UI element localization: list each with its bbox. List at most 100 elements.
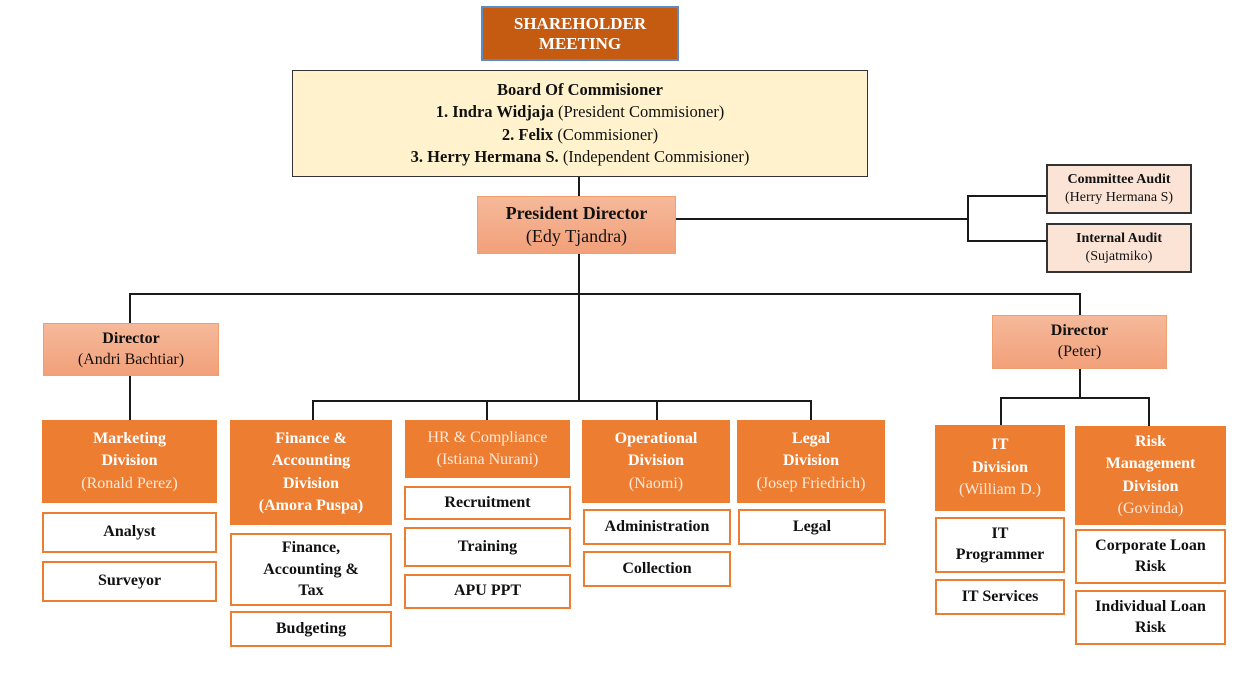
connector-president-down xyxy=(578,254,580,401)
sub-unit-it-programmer: IT Programmer xyxy=(935,517,1065,573)
member-role: (President Commisioner) xyxy=(553,102,725,122)
sub-unit-it-services: IT Services xyxy=(935,579,1065,615)
connector-audit-bottom xyxy=(967,240,1046,242)
internal-audit-box: Internal Audit (Sujatmiko) xyxy=(1046,223,1192,273)
sub-unit-label: Corporate Loan xyxy=(1095,536,1206,554)
division-title: Management xyxy=(1105,455,1196,473)
board-title: Board Of Commisioner xyxy=(497,79,663,99)
finance-division-box: Finance & Accounting Division (Amora Pus… xyxy=(230,420,392,525)
it-division-box: IT Division (William D.) xyxy=(935,425,1065,511)
sub-unit-label: IT Services xyxy=(961,587,1039,605)
connector-it xyxy=(1000,397,1002,425)
member-name: 3. Herry Hermana S. xyxy=(410,146,559,166)
division-title: Finance & xyxy=(275,429,347,447)
sub-unit-corporate-loan-risk: Corporate Loan Risk xyxy=(1075,529,1226,584)
sub-unit-label: Programmer xyxy=(955,546,1045,563)
sub-unit-label: Recruitment xyxy=(444,493,531,511)
sub-unit-individual-loan-risk: Individual Loan Risk xyxy=(1075,590,1226,645)
sub-unit-apu-ppt: APU PPT xyxy=(404,574,571,609)
director-title: Director xyxy=(1050,322,1109,340)
connector-directors-horizontal xyxy=(129,293,1081,295)
division-head: (Naomi) xyxy=(628,474,684,492)
division-head: (Ronald Perez) xyxy=(81,474,178,492)
sub-unit-administration: Administration xyxy=(583,509,731,545)
sub-unit-training: Training xyxy=(404,527,571,567)
committee-audit-box: Committee Audit (Herry Hermana S) xyxy=(1046,164,1192,214)
president-title: President Director xyxy=(505,202,648,223)
division-head: (Govinda) xyxy=(1117,499,1184,517)
division-head: (Amora Puspa) xyxy=(258,496,364,514)
director-name: (Peter) xyxy=(1057,343,1102,360)
connector-finance xyxy=(312,400,314,420)
sub-unit-analyst: Analyst xyxy=(42,512,217,553)
connector-right-director-up xyxy=(1079,293,1081,315)
sub-unit-label: Administration xyxy=(604,517,710,535)
president-name: (Edy Tjandra) xyxy=(525,226,628,246)
division-title: Division xyxy=(282,474,339,492)
director-name: (Andri Bachtiar) xyxy=(77,350,185,368)
sub-unit-label: APU PPT xyxy=(453,582,522,600)
connector-board-president xyxy=(578,177,580,196)
connector-risk xyxy=(1148,397,1150,426)
member-role: (Independent Commisioner) xyxy=(558,146,750,166)
sub-unit-collection: Collection xyxy=(583,551,731,587)
legal-division-box: Legal Division (Josep Friedrich) xyxy=(737,420,885,503)
division-title: IT xyxy=(991,436,1009,454)
sub-unit-label: Risk xyxy=(1134,618,1167,636)
sub-unit-label: Accounting & xyxy=(263,560,359,578)
division-title: Division xyxy=(971,458,1028,476)
audit-title: Internal Audit xyxy=(1076,230,1162,246)
board-of-commissioner-box: Board Of Commisioner 1. Indra Widjaja (P… xyxy=(292,70,868,177)
sub-unit-label: Budgeting xyxy=(275,619,347,637)
connector-right-director-down xyxy=(1079,368,1081,398)
sub-unit-label: Risk xyxy=(1134,557,1167,575)
division-title: Legal xyxy=(791,429,831,447)
division-title: Risk xyxy=(1134,432,1167,450)
sub-unit-label: Legal xyxy=(792,517,832,535)
sub-unit-label: Individual Loan xyxy=(1095,597,1206,615)
division-title: HR & Compliance xyxy=(427,428,548,446)
sub-unit-surveyor: Surveyor xyxy=(42,561,217,602)
connector-legal xyxy=(810,400,812,420)
shareholder-line1: SHAREHOLDER xyxy=(513,13,647,33)
risk-management-division-box: Risk Management Division (Govinda) xyxy=(1075,426,1226,525)
sub-unit-label: Collection xyxy=(622,559,692,577)
sub-unit-label: Surveyor xyxy=(97,572,162,590)
connector-divisions-horizontal xyxy=(312,400,812,402)
president-director-box: President Director (Edy Tjandra) xyxy=(477,196,676,254)
director-title: Director xyxy=(102,329,160,347)
audit-name: (Sujatmiko) xyxy=(1085,249,1153,264)
board-member: 2. Felix (Commisioner) xyxy=(502,124,658,146)
member-role: (Commisioner) xyxy=(553,124,659,144)
connector-audit-top xyxy=(967,195,1046,197)
director-left-box: Director (Andri Bachtiar) xyxy=(43,323,219,376)
division-title: Accounting xyxy=(271,452,351,470)
division-head: (Josep Friedrich) xyxy=(756,474,866,492)
board-member: 1. Indra Widjaja (President Commisioner) xyxy=(436,101,725,123)
sub-unit-label: IT xyxy=(991,525,1009,543)
audit-name: (Herry Hermana S) xyxy=(1064,190,1174,205)
connector-left-director-up xyxy=(129,293,131,323)
division-title: Operational xyxy=(614,429,698,447)
division-title: Division xyxy=(782,452,839,470)
division-head: (Istiana Nurani) xyxy=(436,451,539,468)
shareholder-line2: MEETING xyxy=(538,33,622,53)
connector-left-director-marketing xyxy=(129,375,131,420)
connector-hr xyxy=(486,400,488,420)
sub-unit-label: Training xyxy=(457,537,518,555)
connector-audit-vertical xyxy=(967,195,969,241)
operational-division-box: Operational Division (Naomi) xyxy=(582,420,730,503)
marketing-division-box: Marketing Division (Ronald Perez) xyxy=(42,420,217,503)
board-member: 3. Herry Hermana S. (Independent Commisi… xyxy=(411,146,750,168)
connector-president-audit xyxy=(676,218,968,220)
division-title: Division xyxy=(627,452,684,470)
hr-compliance-division-box: HR & Compliance (Istiana Nurani) xyxy=(405,420,570,478)
sub-unit-legal: Legal xyxy=(738,509,886,545)
sub-unit-label: Finance, xyxy=(281,539,341,557)
member-name: 2. Felix xyxy=(501,124,554,144)
connector-it-risk-horizontal xyxy=(1000,397,1150,399)
director-right-box: Director (Peter) xyxy=(992,315,1167,369)
connector-operational xyxy=(656,400,658,420)
sub-unit-recruitment: Recruitment xyxy=(404,486,571,520)
member-name: 1. Indra Widjaja xyxy=(435,102,554,122)
